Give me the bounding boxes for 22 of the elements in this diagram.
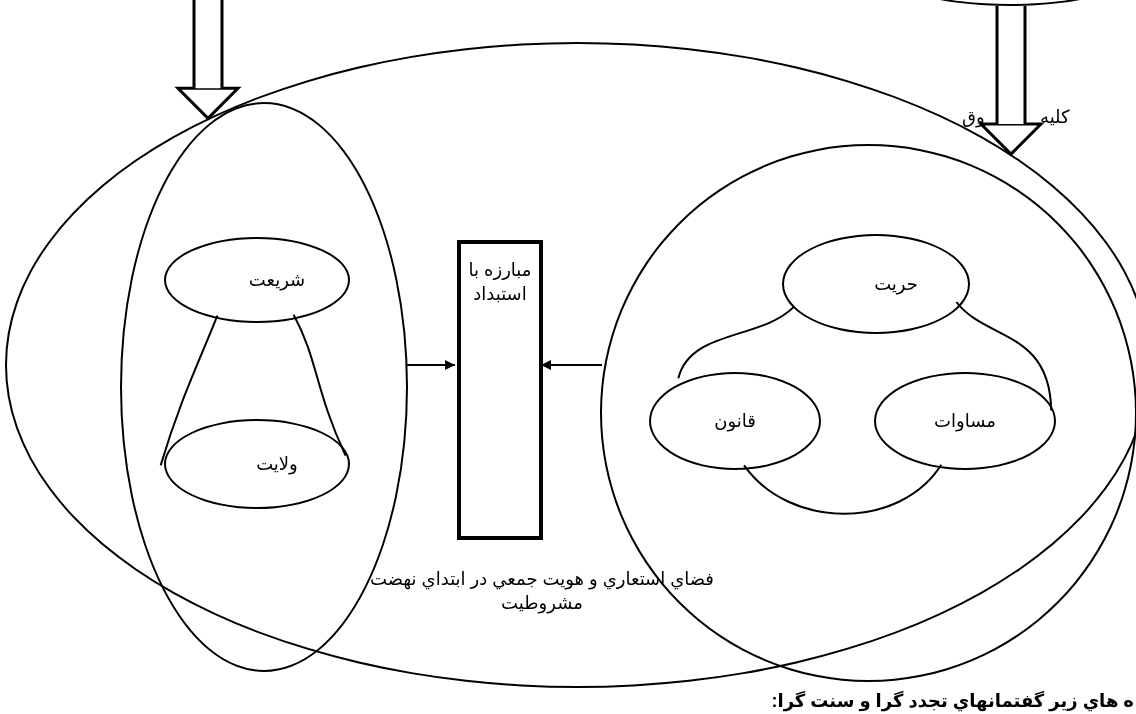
process-box xyxy=(457,240,543,540)
concept-ellipse xyxy=(164,237,350,323)
node-label: قانون xyxy=(714,409,756,434)
concept-ellipse xyxy=(649,372,821,470)
connector-curve xyxy=(292,313,347,457)
node-label: ولايت xyxy=(256,452,298,477)
node-label: مساوات xyxy=(934,409,996,434)
text-label: ه هاي زير گفتمانهاي تجدد گرا و سنت گرا: xyxy=(771,690,1134,712)
node-label: مبارزه با استبداد xyxy=(467,259,533,307)
block-arrow xyxy=(979,6,1043,156)
concept-ellipse xyxy=(5,42,1136,688)
connector-curve xyxy=(159,314,219,467)
concept-ellipse xyxy=(874,372,1056,470)
connector-curve xyxy=(677,306,795,380)
connector-curve xyxy=(743,463,943,515)
concept-ellipse xyxy=(782,234,970,334)
group-ellipse xyxy=(600,144,1136,682)
block-arrow xyxy=(176,0,240,120)
text-label: كليه xyxy=(1040,106,1070,128)
node-label: شريعت xyxy=(248,268,306,293)
concept-ellipse xyxy=(164,419,350,509)
node-label: حريت xyxy=(874,272,918,297)
